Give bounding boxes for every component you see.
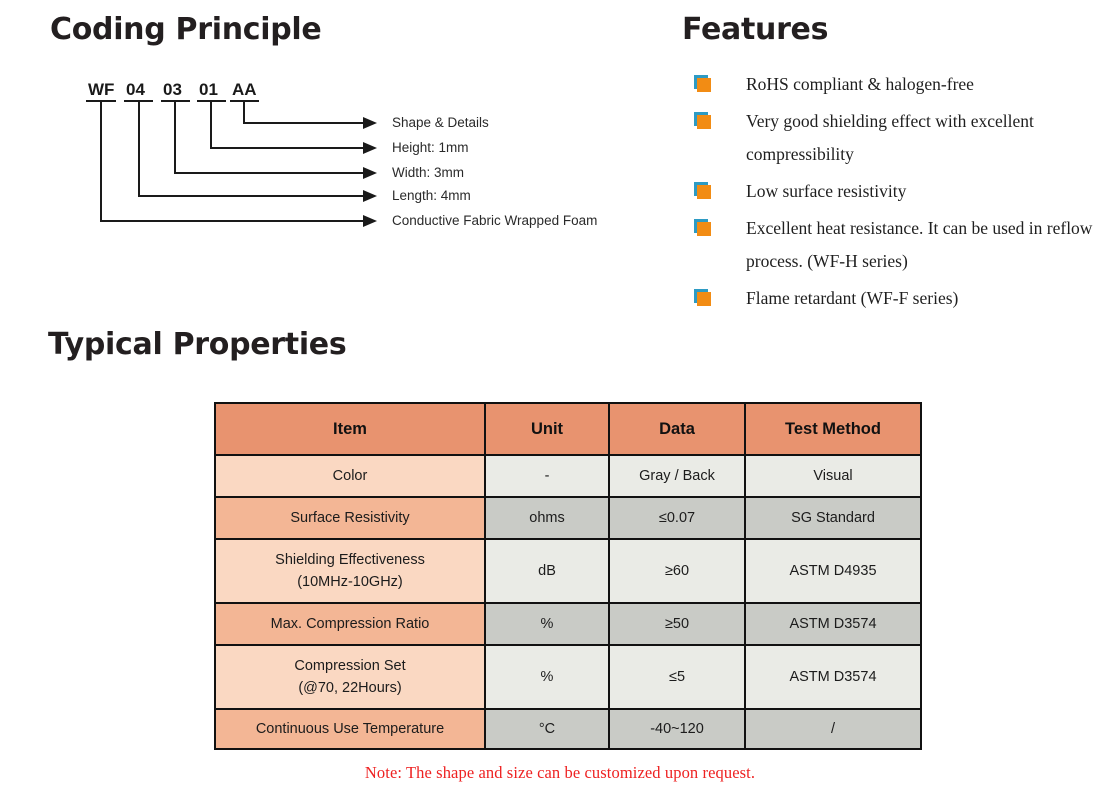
code-segment-length: 04	[126, 80, 145, 99]
feature-text: Excellent heat resistance. It can be use…	[746, 218, 1093, 271]
cell-item: Compression Set (@70, 22Hours)	[214, 644, 486, 710]
column-header-data: Data	[608, 402, 746, 456]
cell-item-line1: Shielding Effectiveness	[275, 552, 425, 568]
feature-item: Flame retardant (WF-F series)	[694, 282, 1114, 315]
cell-unit: -	[484, 454, 610, 498]
cell-test: ASTM D4935	[744, 538, 922, 604]
bullet-wrap	[694, 68, 746, 92]
square-bullet-icon	[694, 219, 711, 236]
feature-item: RoHS compliant & halogen-free	[694, 68, 1114, 101]
features-list: RoHS compliant & halogen-free Very good …	[694, 68, 1114, 319]
callout-width: Width: 3mm	[392, 165, 465, 180]
cell-test: ASTM D3574	[744, 602, 922, 646]
cell-item: Continuous Use Temperature	[214, 708, 486, 750]
coding-diagram-leader-lines	[86, 100, 377, 227]
column-header-unit: Unit	[484, 402, 610, 456]
cell-item: Surface Resistivity	[214, 496, 486, 540]
cell-data: ≥50	[608, 602, 746, 646]
bullet-square	[697, 292, 711, 306]
bullet-wrap	[694, 105, 746, 129]
cell-test: Visual	[744, 454, 922, 498]
feature-text: Low surface resistivity	[746, 181, 907, 201]
table-row: Continuous Use Temperature °C -40~120 /	[214, 708, 922, 750]
square-bullet-icon	[694, 75, 711, 92]
bullet-square	[697, 115, 711, 129]
table-row: Color - Gray / Back Visual	[214, 454, 922, 498]
cell-item: Shielding Effectiveness (10MHz-10GHz)	[214, 538, 486, 604]
cell-item-line1: Compression Set	[294, 658, 406, 674]
cell-test: ASTM D3574	[744, 644, 922, 710]
cell-test: /	[744, 708, 922, 750]
cell-data: ≥60	[608, 538, 746, 604]
cell-unit: °C	[484, 708, 610, 750]
feature-text: Flame retardant (WF-F series)	[746, 288, 959, 308]
cell-unit: %	[484, 602, 610, 646]
table-header-row: Item Unit Data Test Method	[214, 402, 922, 456]
table-note: Note: The shape and size can be customiz…	[364, 763, 756, 782]
cell-data: -40~120	[608, 708, 746, 750]
feature-item: Excellent heat resistance. It can be use…	[694, 212, 1114, 278]
callout-shape-details: Shape & Details	[392, 115, 489, 130]
typical-properties-table: Item Unit Data Test Method Color - Gray …	[214, 402, 922, 750]
cell-unit: dB	[484, 538, 610, 604]
page-title-typical-properties: Typical Properties	[48, 327, 347, 362]
feature-item: Very good shielding effect with excellen…	[694, 105, 1114, 171]
square-bullet-icon	[694, 182, 711, 199]
feature-text: RoHS compliant & halogen-free	[746, 74, 974, 94]
feature-item: Low surface resistivity	[694, 175, 1114, 208]
callout-material: Conductive Fabric Wrapped Foam	[392, 213, 598, 228]
code-segment-width: 03	[163, 80, 182, 99]
cell-item: Color	[214, 454, 486, 498]
page-title-features: Features	[682, 12, 829, 47]
square-bullet-icon	[694, 112, 711, 129]
bullet-wrap	[694, 282, 746, 306]
callout-height: Height: 1mm	[392, 140, 469, 155]
code-segment-shape: AA	[232, 80, 257, 99]
bullet-square	[697, 222, 711, 236]
cell-test: SG Standard	[744, 496, 922, 540]
cell-data: Gray / Back	[608, 454, 746, 498]
coding-principle-diagram: WF 04 03 01 AA	[0, 60, 680, 250]
cell-item-line2: (10MHz-10GHz)	[297, 574, 403, 590]
bullet-wrap	[694, 212, 746, 236]
square-bullet-icon	[694, 289, 711, 306]
page-title-coding-principle: Coding Principle	[50, 12, 322, 47]
cell-data: ≤5	[608, 644, 746, 710]
cell-item: Max. Compression Ratio	[214, 602, 486, 646]
bullet-square	[697, 78, 711, 92]
bullet-square	[697, 185, 711, 199]
table-row: Compression Set (@70, 22Hours) % ≤5 ASTM…	[214, 644, 922, 710]
code-segment-height: 01	[199, 80, 218, 99]
feature-text: Very good shielding effect with excellen…	[746, 111, 1034, 164]
callout-length: Length: 4mm	[392, 188, 471, 203]
column-header-test: Test Method	[744, 402, 922, 456]
table-row: Surface Resistivity ohms ≤0.07 SG Standa…	[214, 496, 922, 540]
code-segment-prefix: WF	[88, 80, 115, 99]
column-header-item: Item	[214, 402, 486, 456]
cell-data: ≤0.07	[608, 496, 746, 540]
cell-item-line2: (@70, 22Hours)	[298, 680, 402, 696]
table-row: Max. Compression Ratio % ≥50 ASTM D3574	[214, 602, 922, 646]
cell-unit: %	[484, 644, 610, 710]
cell-unit: ohms	[484, 496, 610, 540]
table-row: Shielding Effectiveness (10MHz-10GHz) dB…	[214, 538, 922, 604]
bullet-wrap	[694, 175, 746, 199]
